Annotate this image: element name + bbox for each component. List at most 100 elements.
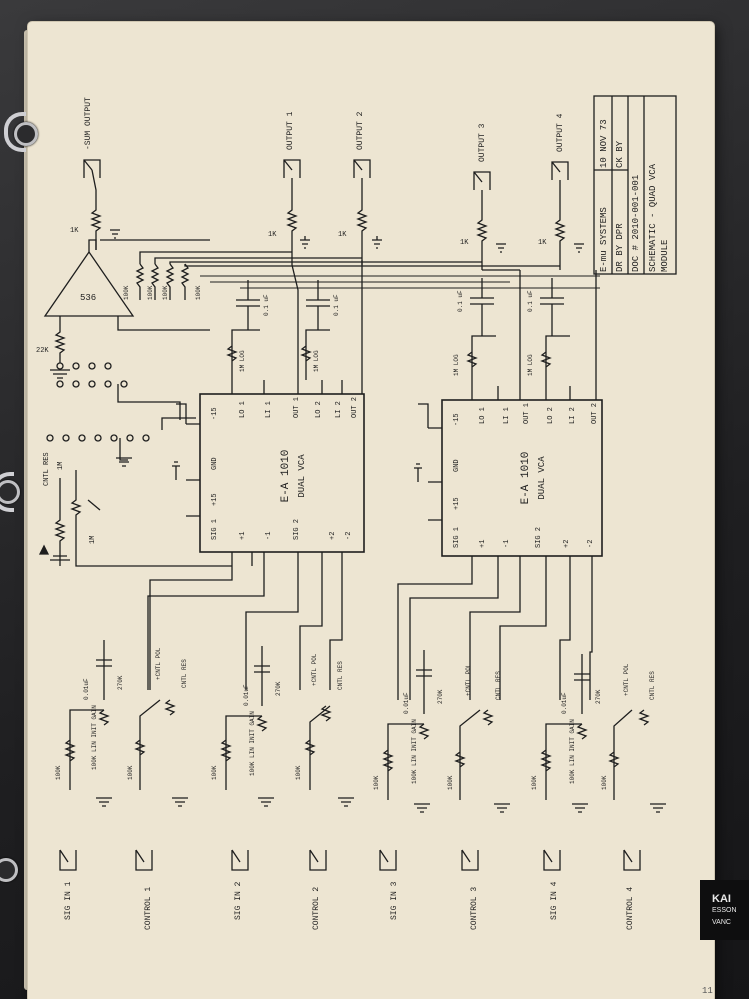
r-out2-1k: 1K xyxy=(338,231,347,239)
ch4-cntl-res: CNTL RES xyxy=(649,671,656,700)
test-point-row xyxy=(46,362,196,467)
drawn-by: DR BY DPR xyxy=(615,223,625,272)
ch3-270k: 270K xyxy=(437,689,444,704)
chip-b-pin-m2: -2 xyxy=(587,540,595,548)
sig-in-4-label: SIG IN 4 xyxy=(550,881,559,920)
control-4-label: CONTROL 4 xyxy=(626,887,635,930)
input-channels: 0.01uF 0.01uF 0.01uF 0.01uF 270K 270K 27… xyxy=(55,566,666,930)
r-sum-in-3: 100K xyxy=(162,285,169,300)
lag3-cap: 0.1 uF xyxy=(457,290,464,312)
chip-b-p15: +15 xyxy=(453,497,461,510)
chip-b-sig1: SIG 1 xyxy=(453,527,461,548)
ch2-init-gain: 100K LIN INIT GAIN xyxy=(249,711,256,776)
chip-a-li2: LI 2 xyxy=(335,401,343,418)
output-resistors: 1K 1K 1K 1K 1K xyxy=(70,178,584,270)
ch1-100k: 100K xyxy=(55,765,62,780)
background-brand-text: KAI ESSON VANC xyxy=(712,893,749,929)
ch1-cntl-pol: +CNTL POL xyxy=(155,647,162,680)
chip-a-sig1: SIG 1 xyxy=(211,519,219,540)
ch3-ctl-100k: 100K xyxy=(447,775,454,790)
ch1-270k: 270K xyxy=(117,675,124,690)
checked-by: CK BY xyxy=(615,140,625,168)
chip-a-sub: DUAL VCA xyxy=(297,454,307,498)
lag4-cap: 0.1 uF xyxy=(527,290,534,312)
corner-mark: 11 xyxy=(702,986,713,996)
opamp-part: 536 xyxy=(80,293,96,303)
lag4-pot: 1M LOG xyxy=(527,354,534,376)
r-out3-1k: 1K xyxy=(460,239,469,247)
binder-hole-bottom xyxy=(0,858,18,882)
chip-a-name: E-A 1010 xyxy=(280,450,292,503)
sig-in-2-label: SIG IN 2 xyxy=(234,881,243,920)
r-out1-1k: 1K xyxy=(268,231,277,239)
ch2-100k: 100K xyxy=(211,765,218,780)
ch4-cap: 0.01uF xyxy=(561,692,568,714)
company-name: E-mu SYSTEMS xyxy=(599,207,609,272)
chip-a-sig2: SIG 2 xyxy=(293,519,301,540)
brand-letters: KAI xyxy=(712,893,731,905)
lag2-pot: 1M LOG xyxy=(313,350,320,372)
binder-ring-middle xyxy=(0,472,14,512)
output4-label: OUTPUT 4 xyxy=(556,113,565,152)
title-block: E-mu SYSTEMS 10 NOV 73 DR BY DPR CK BY D… xyxy=(593,95,677,275)
lag-networks: 1M LOG 1M LOG 1M LOG 1M LOG 0.1 uF 0.1 u… xyxy=(226,278,570,386)
chip-a-p15: +15 xyxy=(211,493,219,506)
output2-label: OUTPUT 2 xyxy=(356,111,365,150)
ch1-cap: 0.01uF xyxy=(83,678,90,700)
r-out4-1k: 1K xyxy=(538,239,547,247)
ch4-init-gain: 100K LIN INIT GAIN xyxy=(569,719,576,784)
ch3-cntl-res: CNTL RES xyxy=(495,671,502,700)
chip-b-pin-m1: -1 xyxy=(503,540,511,548)
ch4-270k: 270K xyxy=(595,689,602,704)
sig-in-1-label: SIG IN 1 xyxy=(64,881,73,920)
chip-a-gnd: GND xyxy=(211,457,219,470)
chip-b-lo1: LO 1 xyxy=(479,407,487,424)
control-2-label: CONTROL 2 xyxy=(312,887,321,930)
drawing-title: SCHEMATIC - QUAD VCA xyxy=(648,163,658,272)
control-3-label: CONTROL 3 xyxy=(470,887,479,930)
sig-in-3-label: SIG IN 3 xyxy=(390,881,399,920)
ch2-cap: 0.01uF xyxy=(243,684,250,706)
brand-sub-1: ESSON xyxy=(712,907,737,914)
drawing-date: 10 NOV 73 xyxy=(599,119,609,168)
cntl-res-label: CNTL RES xyxy=(43,452,51,486)
background-object xyxy=(700,880,749,940)
sum-output-label: -SUM OUTPUT xyxy=(84,97,93,150)
chip-b-out2: OUT 2 xyxy=(591,403,599,424)
lag1-cap: 0.1 uF xyxy=(263,294,270,316)
chip-b-lo2: LO 2 xyxy=(547,407,555,424)
schematic-sheet xyxy=(28,22,714,999)
cntl-res-1m-a: 1M xyxy=(57,462,65,470)
lag2-cap: 0.1 uF xyxy=(333,294,340,316)
chip-b-li2: LI 2 xyxy=(569,407,577,424)
ch1-init-gain: 100K LIN INIT GAIN xyxy=(91,705,98,770)
chip-b-name: E-A 1010 xyxy=(520,452,532,505)
drawing-title-2: MODULE xyxy=(660,240,670,272)
lag1-pot: 1M LOG xyxy=(239,350,246,372)
r-sum-1k: 1K xyxy=(70,227,79,235)
brand-sub-2: VANC xyxy=(712,919,731,926)
chip-b-m15: -15 xyxy=(453,413,461,426)
chip-a-li1: LI 1 xyxy=(265,401,273,418)
ch2-cntl-res: CNTL RES xyxy=(337,661,344,690)
chip-b-gnd: GND xyxy=(453,459,461,472)
output1-label: OUTPUT 1 xyxy=(286,111,295,150)
vca-chip-b: E-A 1010 DUAL VCA SIG 1 +15 GND -15 +1 -… xyxy=(414,269,603,570)
ch2-ctl-100k: 100K xyxy=(295,765,302,780)
chip-b-sig2: SIG 2 xyxy=(535,527,543,548)
summing-opamp: 536 22K 100K 100K 100K 100K xyxy=(36,239,560,379)
chip-a-pin-p1: +1 xyxy=(239,532,247,540)
r-sum-in-1: 100K xyxy=(123,285,130,300)
doc-number: DOC # 2010-001-001 xyxy=(631,175,641,272)
control-trim: CNTL RES 1M 1M xyxy=(38,452,232,567)
ch1-cntl-res: CNTL RES xyxy=(181,659,188,688)
chip-a-pin-p2: +2 xyxy=(329,532,337,540)
chip-a-lo1: LO 1 xyxy=(239,401,247,418)
chip-a-out2: OUT 2 xyxy=(351,397,359,418)
ch1-ctl-100k: 100K xyxy=(127,765,134,780)
ch3-cap: 0.01uF xyxy=(403,692,410,714)
lag3-pot: 1M LOG xyxy=(453,354,460,376)
chip-a-m15: -15 xyxy=(211,407,219,420)
chip-b-li1: LI 1 xyxy=(503,407,511,424)
